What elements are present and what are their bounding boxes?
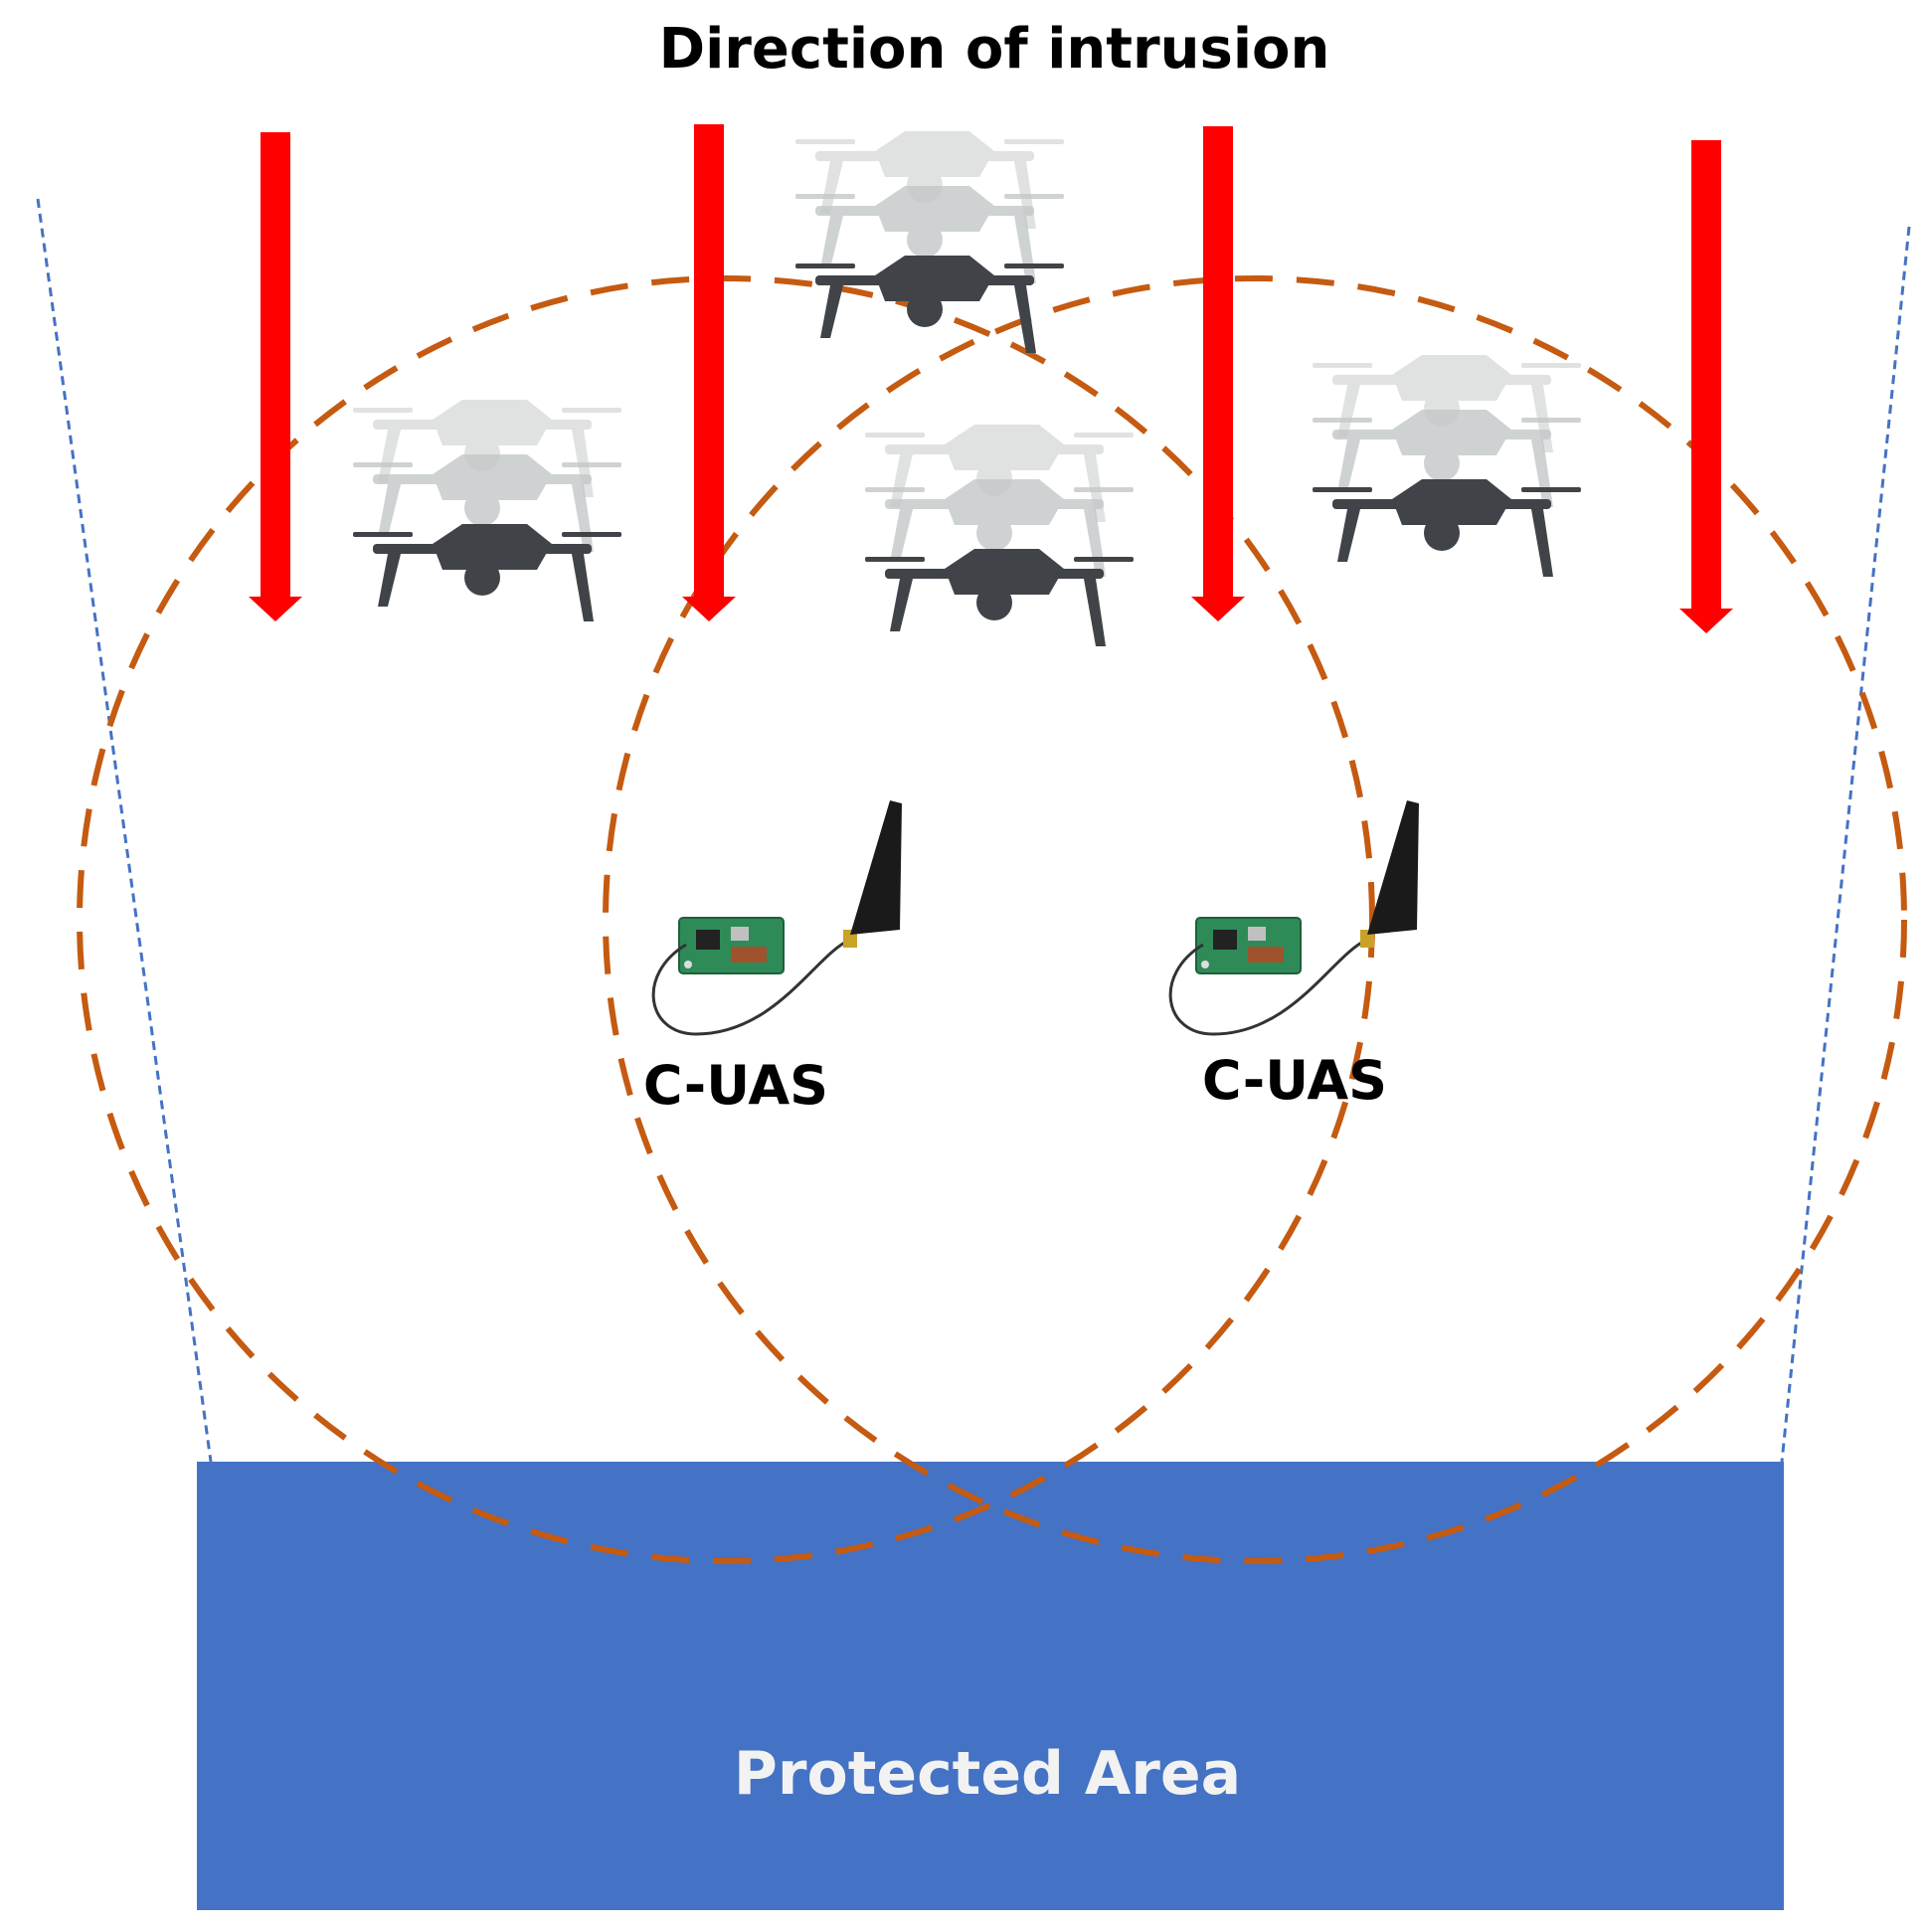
c-uas-sensor-left: C-UAS <box>643 800 902 1117</box>
protected-area-label: Protected Area <box>734 1739 1241 1809</box>
antenna-cable <box>1168 938 1368 1036</box>
antenna-cable <box>651 938 851 1036</box>
antenna-icon <box>843 800 902 948</box>
circuit-board-icon <box>1195 917 1302 974</box>
antenna-icon <box>1360 800 1419 948</box>
down-arrow-icon <box>249 132 302 621</box>
down-arrow-icon <box>682 124 736 621</box>
boundary-line-right <box>1780 226 1911 1463</box>
diagram-title: Direction of intrusion <box>659 17 1330 82</box>
c-uas-label-right: C-UAS <box>1202 1049 1387 1112</box>
drone-icon <box>353 400 621 621</box>
boundary-line-left <box>36 198 213 1463</box>
protected-area <box>197 1462 1784 1910</box>
coverage-circle-right <box>603 275 1907 1564</box>
c-uas-label-left: C-UAS <box>643 1054 828 1117</box>
drone-icon <box>795 131 1064 353</box>
c-uas-sensor-right: C-UAS <box>1168 800 1419 1112</box>
down-arrow-icon <box>1191 126 1245 621</box>
drone-icon <box>865 425 1134 646</box>
circuit-board-icon <box>678 917 785 974</box>
drone-icon <box>1313 355 1581 577</box>
down-arrow-icon <box>1679 140 1733 633</box>
